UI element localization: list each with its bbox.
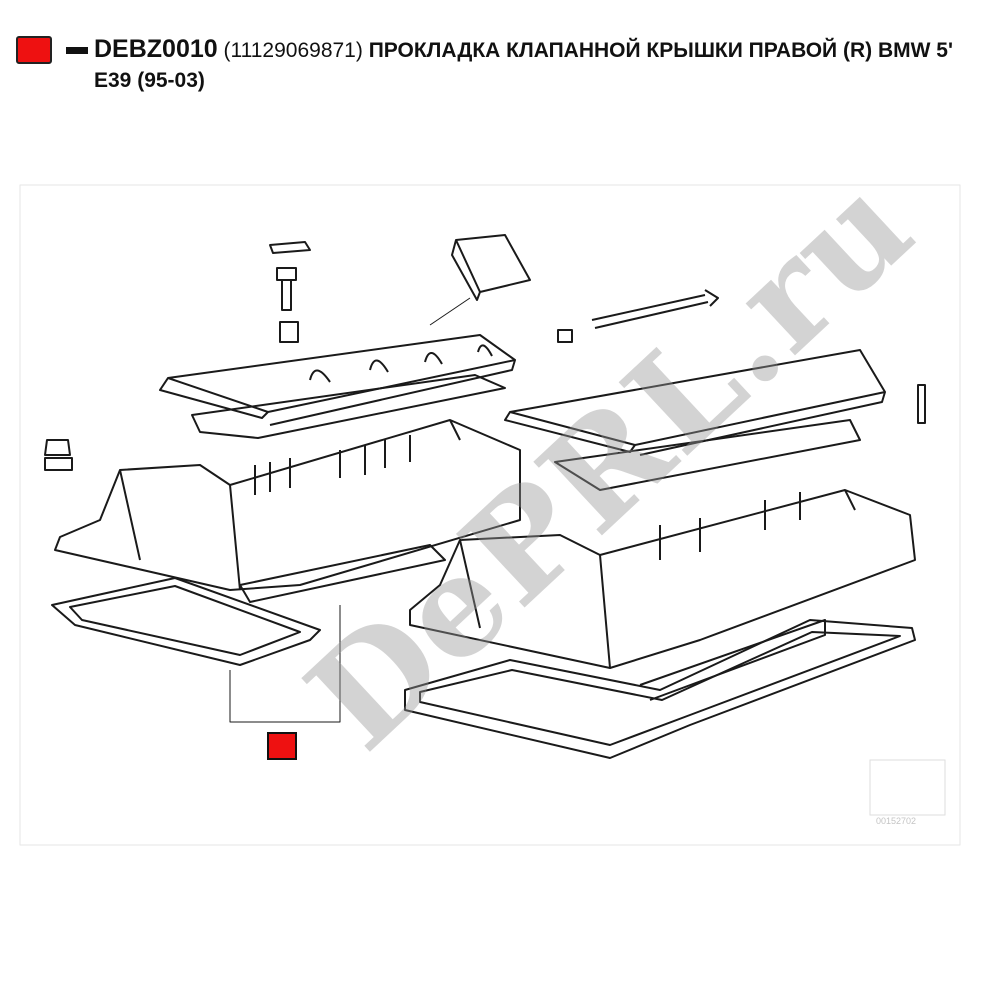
sleeve-part <box>279 321 299 343</box>
oil-filler-cap <box>451 234 531 301</box>
reference-box <box>869 759 946 816</box>
stud-part <box>917 384 926 424</box>
diagram-reference-code: 00152702 <box>876 816 917 826</box>
diagram-frame <box>19 184 961 846</box>
right-valve-cover <box>409 489 916 669</box>
callout-leader <box>229 605 341 723</box>
part-title: DEBZ0010 (11129069871) ПРОКЛАДКА КЛАПАНН… <box>94 34 974 96</box>
oem-number: (11129069871) <box>223 39 363 62</box>
left-valve-cover <box>54 419 521 591</box>
part-description: ПРОКЛАДКА КЛАПАННОЙ КРЫШКИ ПРАВОЙ (R) BM… <box>94 39 953 92</box>
highlight-legend-swatch <box>16 36 52 64</box>
left-cover-small-gasket <box>191 374 506 439</box>
ground-strap <box>591 289 719 329</box>
part-code: DEBZ0010 <box>94 35 218 63</box>
legend-dash <box>66 47 88 54</box>
left-engine-cover <box>159 334 516 426</box>
left-valve-cover-gasket <box>51 577 321 666</box>
right-cover-small-gasket <box>554 419 861 491</box>
highlight-marker <box>267 732 297 760</box>
right-valve-cover-gasket <box>404 619 916 759</box>
screw-part <box>557 329 573 343</box>
right-engine-cover <box>504 349 886 456</box>
clip-part <box>269 241 311 254</box>
nut-part <box>44 439 73 471</box>
bolt-part <box>276 267 297 311</box>
